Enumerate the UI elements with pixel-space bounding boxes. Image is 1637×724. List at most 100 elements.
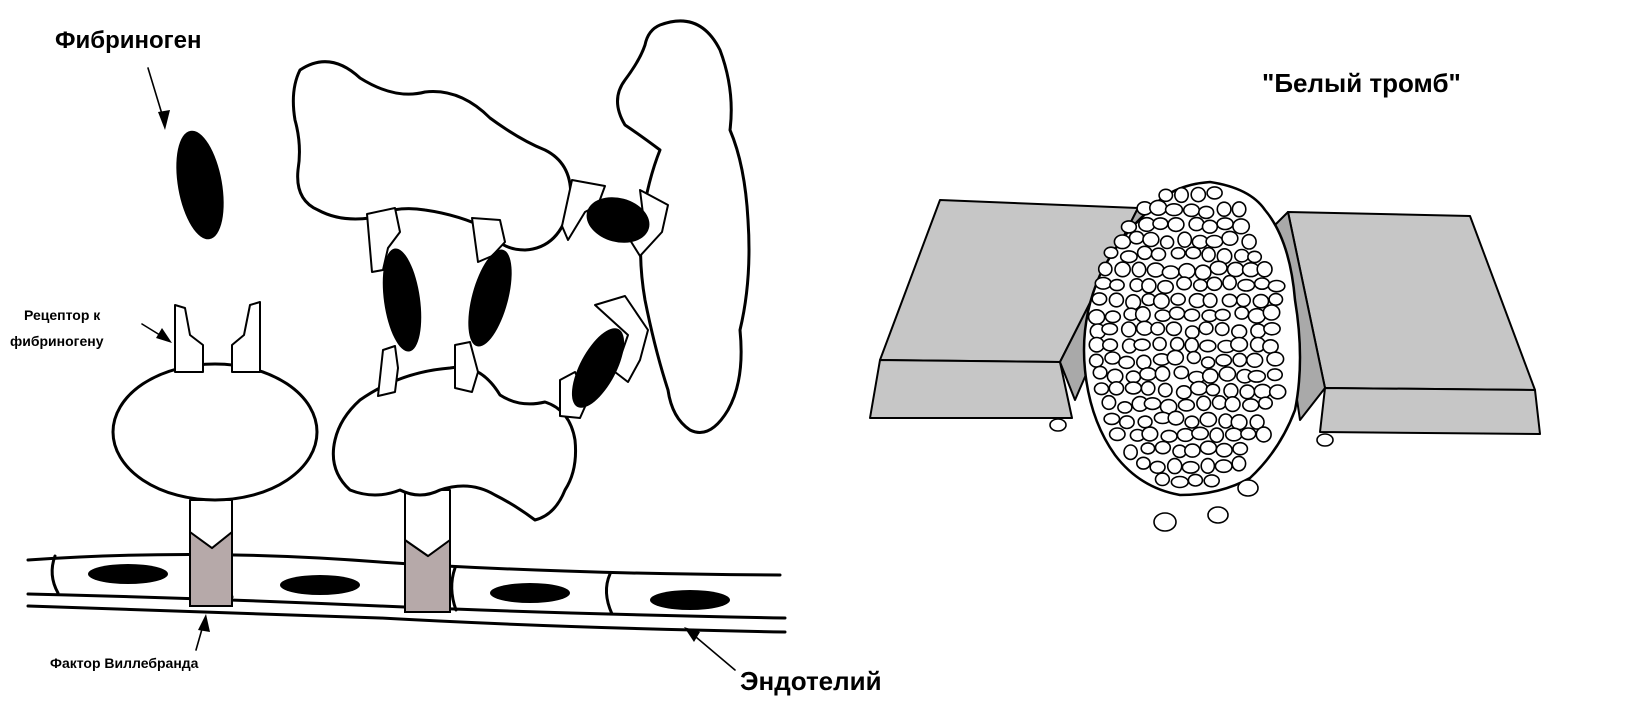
aggregated-platelet — [1153, 218, 1168, 229]
aggregated-platelet — [1110, 280, 1124, 291]
aggregated-platelet — [1231, 338, 1248, 352]
aggregated-platelet — [1217, 218, 1233, 230]
aggregated-platelet — [1115, 262, 1130, 277]
loose-platelet — [1154, 513, 1176, 531]
aggregated-platelet — [1137, 321, 1153, 335]
activated-platelet — [293, 62, 570, 250]
aggregated-platelet — [1110, 428, 1125, 440]
aggregated-platelet — [1142, 279, 1156, 293]
aggregated-platelet — [1242, 235, 1256, 249]
activated-platelet — [333, 367, 575, 520]
aggregated-platelet — [1256, 427, 1271, 442]
aggregated-platelet — [1264, 323, 1280, 335]
aggregated-platelet — [1142, 427, 1158, 441]
aggregated-platelet — [1223, 276, 1236, 290]
aggregated-platelet — [1206, 384, 1219, 395]
aggregated-platelet — [1259, 397, 1272, 409]
aggregated-platelet — [1136, 307, 1150, 322]
platelet-adhesion-diagram: Фибриноген Рецептор к фибриногену Фактор… — [10, 21, 882, 696]
aggregated-platelet — [1168, 218, 1184, 232]
aggregated-platelet — [1235, 307, 1248, 319]
aggregated-platelet — [1200, 413, 1216, 427]
aggregated-platelet — [1257, 262, 1272, 277]
aggregated-platelet — [1154, 294, 1169, 309]
aggregated-platelet — [1158, 281, 1173, 294]
aggregated-platelet — [1216, 323, 1229, 336]
aggregated-platelet — [1200, 340, 1216, 351]
aggregated-platelet — [1166, 204, 1183, 216]
aggregated-platelet — [1185, 338, 1198, 352]
aggregated-platelet — [1222, 231, 1238, 245]
aggregated-platelet — [1243, 399, 1259, 411]
aggregated-platelet — [1195, 265, 1211, 279]
aggregated-platelet — [1232, 325, 1247, 338]
aggregated-platelet — [1238, 280, 1255, 291]
aggregated-platelet — [1114, 235, 1130, 249]
aggregated-platelet — [1162, 266, 1179, 279]
aggregated-platelet — [1233, 443, 1247, 455]
aggregated-platelet — [1213, 396, 1227, 409]
aggregated-platelet — [1171, 338, 1184, 351]
aggregated-platelet — [1203, 220, 1218, 233]
aggregated-platelet — [1203, 369, 1218, 383]
aggregated-platelet — [1241, 428, 1256, 440]
vessel-wall-right — [1272, 212, 1540, 434]
aggregated-platelet — [1226, 428, 1242, 441]
aggregated-platelet — [1210, 261, 1227, 274]
aggregated-platelet — [1140, 368, 1156, 380]
aggregated-platelet — [1161, 430, 1177, 442]
aggregated-platelet — [1150, 461, 1165, 473]
receptor-label-line1: Рецептор к — [24, 307, 101, 323]
aggregated-platelet — [1189, 218, 1204, 231]
loose-platelet — [1317, 434, 1333, 446]
aggregated-platelet — [1191, 382, 1208, 395]
aggregated-platelet — [1186, 326, 1199, 338]
aggregated-platelet — [1202, 357, 1215, 368]
aggregated-platelet — [1247, 353, 1263, 367]
aggregated-platelet — [1141, 443, 1154, 454]
aggregated-platelet — [1178, 232, 1191, 247]
aggregated-platelet — [1177, 277, 1191, 290]
aggregated-platelet — [1168, 459, 1182, 474]
aggregated-platelet — [1124, 445, 1137, 459]
aggregated-platelet — [1092, 293, 1106, 305]
aggregated-platelet — [1232, 456, 1245, 470]
white-thrombus-label: "Белый тромб" — [1262, 68, 1461, 98]
aggregated-platelet — [1118, 402, 1132, 413]
aggregated-platelet — [1089, 338, 1104, 352]
aggregated-platelet — [1233, 219, 1249, 234]
receptor-label-line2: фибриногену — [10, 333, 104, 349]
aggregated-platelet — [1188, 474, 1202, 486]
aggregated-platelet — [1219, 367, 1235, 381]
aggregated-platelet — [1184, 309, 1199, 321]
platelet — [113, 364, 317, 500]
aggregated-platelet — [1104, 247, 1117, 258]
aggregated-platelet — [1119, 356, 1134, 368]
aggregated-platelet — [1171, 477, 1188, 488]
loose-platelet — [1208, 507, 1228, 523]
aggregated-platelet — [1102, 396, 1115, 410]
aggregated-platelet — [1235, 250, 1249, 262]
fibrinogen-receptor — [175, 302, 260, 372]
aggregated-platelet — [1263, 340, 1278, 353]
aggregated-platelet — [1204, 475, 1219, 487]
aggregated-platelet — [1222, 294, 1236, 306]
aggregated-platelet — [1109, 382, 1123, 395]
aggregated-platelet — [1174, 366, 1188, 378]
aggregated-platelet — [1106, 311, 1121, 322]
aggregated-platelet — [1270, 385, 1286, 399]
aggregated-platelet — [1179, 400, 1195, 411]
aggregated-platelet — [1143, 233, 1159, 247]
aggregated-platelet — [1215, 309, 1230, 320]
aggregated-platelet — [1155, 366, 1169, 381]
fibrinogen-molecule — [169, 127, 231, 243]
aggregated-platelet — [1102, 323, 1117, 334]
aggregated-platelet — [1168, 411, 1183, 425]
aggregated-platelet — [1210, 428, 1223, 442]
aggregated-platelet — [1184, 204, 1200, 216]
aggregated-platelet — [1122, 322, 1136, 337]
aggregated-platelet — [1099, 262, 1112, 275]
von-willebrand-factor — [190, 500, 232, 606]
aggregated-platelet — [1268, 281, 1284, 292]
